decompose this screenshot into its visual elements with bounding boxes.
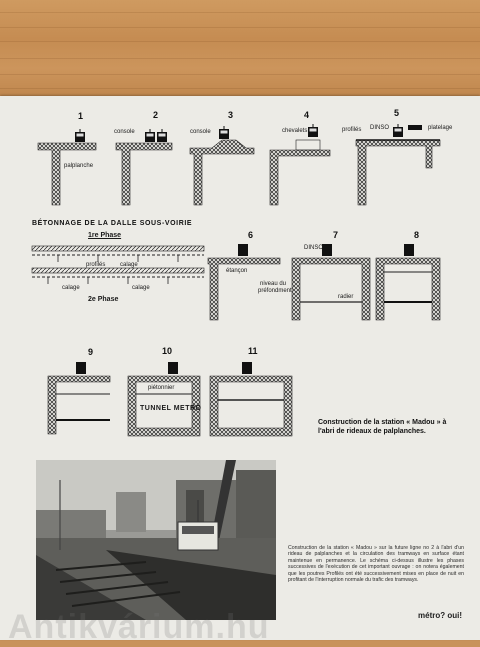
label-chevalets: chevalets [282, 128, 308, 134]
diagram-row-bottom [47, 362, 293, 437]
label-dinso-7: DINSO [304, 245, 324, 251]
phase-diagram [31, 245, 205, 284]
label-dinso-5: DINSO [370, 125, 390, 131]
phase-2-label: 2e Phase [88, 296, 119, 303]
label-profiles-phase: profilés [86, 262, 106, 268]
diagram-row-top [37, 123, 441, 206]
diagram-number-8: 8 [414, 230, 420, 240]
label-platelage: platelage [428, 125, 453, 131]
label-console-3: console [190, 129, 211, 135]
section-title-betonnage: BÉTONNAGE DE LA DALLE SOUS-VOIRIE [32, 220, 193, 227]
label-calage-c: calage [132, 285, 150, 291]
diagram-number-7: 7 [333, 230, 339, 240]
photo-description-text: Construction de la station « Madou » sur… [288, 545, 464, 584]
caption-line-1: Construction de la station « Madou » à [318, 419, 447, 426]
construction-photo [36, 460, 276, 620]
diagram-number-1: 1 [78, 111, 84, 121]
label-profiles-5: profilés [342, 127, 362, 133]
label-tunnel-metro: TUNNEL METRO [140, 405, 202, 412]
figure-caption: Construction de la station « Madou » à l… [318, 418, 468, 436]
label-palplanche: palplanche [64, 163, 94, 169]
diagram-number-10: 10 [162, 346, 173, 356]
label-calage-a: calage [120, 262, 138, 268]
label-prefondment: préfondment [258, 288, 292, 294]
caption-line-2: l'abri de rideaux de palplanches. [318, 428, 426, 435]
label-calage-b: calage [62, 285, 80, 291]
phase-1-label: 1re Phase [88, 232, 122, 239]
label-radier: radier [338, 294, 354, 300]
diagram-number-4: 4 [304, 110, 310, 120]
antikvarium-watermark: Antikvárium.hu [8, 608, 270, 646]
diagram-number-3: 3 [228, 110, 234, 120]
diagram-number-9: 9 [88, 347, 94, 357]
diagram-number-6: 6 [248, 230, 254, 240]
label-etancon: étançon [226, 268, 248, 274]
diagram-number-2: 2 [153, 110, 159, 120]
wood-table-background [0, 0, 480, 98]
label-console-2: console [114, 129, 135, 135]
diagram-row-mid [207, 244, 441, 321]
footer-tagline: métro? oui! [418, 611, 462, 620]
label-niveau: niveau du [260, 281, 287, 287]
diagram-number-5: 5 [394, 108, 400, 118]
diagram-number-11: 11 [248, 346, 258, 356]
label-pietonnier: piétonnier [148, 385, 175, 391]
